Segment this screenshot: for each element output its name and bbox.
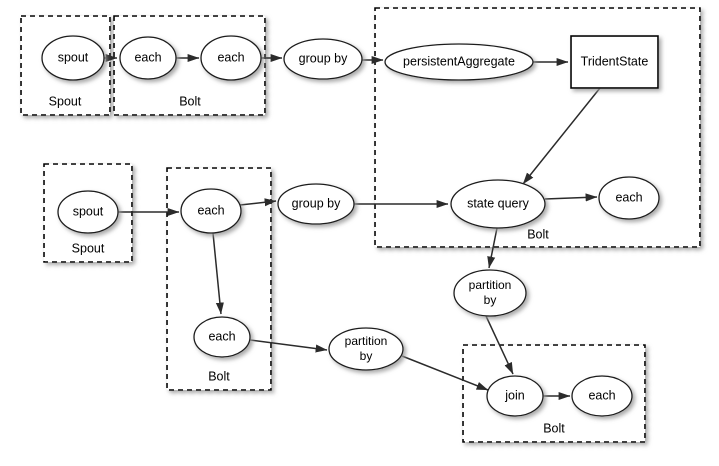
node-shape-ellipse [453, 269, 527, 317]
node-trident-state[interactable]: TridentState [570, 35, 659, 89]
group-box-label: Bolt [179, 94, 201, 108]
node-shape-ellipse [277, 183, 355, 225]
node-label: spout [73, 204, 104, 218]
edge-e-statequery-partr [487, 227, 498, 269]
node-each-top-2[interactable]: each [200, 35, 262, 81]
node-shape-ellipse [450, 179, 546, 229]
edge-e-eachmid-eachlower [212, 232, 224, 315]
group-box-label: Bolt [208, 369, 230, 383]
group-box-label: Spout [72, 241, 105, 255]
node-label-line2: by [360, 349, 373, 363]
node-shape-rect [570, 35, 659, 89]
node-spout-2[interactable]: spout [57, 190, 119, 234]
node-shape-ellipse [41, 35, 105, 81]
node-label: each [208, 329, 235, 343]
node-label: each [615, 190, 642, 204]
node-label: TridentState [581, 54, 649, 68]
node-join[interactable]: join [486, 375, 544, 417]
edge-e-eachmid-groupby2 [239, 198, 277, 207]
nodes-layer: spout each each group by persistentAggregate… [41, 35, 660, 417]
node-shape-ellipse [328, 327, 404, 371]
edge-e-partb-join [401, 355, 489, 391]
node-label: group by [299, 51, 348, 65]
node-label: spout [58, 50, 89, 64]
node-persistent-aggregate[interactable]: persistentAggregate [384, 43, 534, 81]
node-label: each [588, 388, 615, 402]
node-each-mid[interactable]: each [180, 188, 242, 234]
node-label: group by [292, 196, 341, 210]
node-label: join [504, 388, 525, 402]
edge-e-trident-statequery [522, 87, 601, 185]
node-shape-ellipse [384, 43, 534, 81]
edge-e-eachlower-partb [249, 339, 328, 353]
node-label: persistentAggregate [403, 54, 515, 68]
node-label-line1: partition [469, 278, 512, 292]
node-shape-ellipse [283, 38, 363, 80]
node-each-state-query[interactable]: each [598, 176, 660, 220]
node-shape-ellipse [486, 375, 544, 417]
node-each-join[interactable]: each [571, 375, 633, 417]
node-shape-ellipse [57, 190, 119, 234]
edges-layer [104, 53, 601, 401]
node-label-line2: by [484, 293, 497, 307]
node-state-query[interactable]: state query [450, 179, 546, 229]
node-label: each [197, 203, 224, 217]
node-label: state query [467, 196, 530, 210]
node-shape-ellipse [119, 36, 177, 80]
edge-e-partr-join [485, 315, 514, 375]
group-box-label: Bolt [543, 421, 565, 435]
group-box-label: Spout [49, 94, 82, 108]
node-group-by-2[interactable]: group by [277, 183, 355, 225]
node-shape-ellipse [193, 316, 251, 358]
node-shape-ellipse [598, 176, 660, 220]
node-each-top-1[interactable]: each [119, 36, 177, 80]
node-shape-ellipse [180, 188, 242, 234]
node-shape-ellipse [200, 35, 262, 81]
node-label-line1: partition [345, 334, 388, 348]
node-label: each [134, 50, 161, 64]
node-shape-ellipse [571, 375, 633, 417]
node-group-by-1[interactable]: group by [283, 38, 363, 80]
node-label: each [217, 50, 244, 64]
group-box-label: Bolt [527, 227, 549, 241]
node-each-lower[interactable]: each [193, 316, 251, 358]
node-spout-1[interactable]: spout [41, 35, 105, 81]
edge-e-statequery-each [544, 193, 598, 202]
